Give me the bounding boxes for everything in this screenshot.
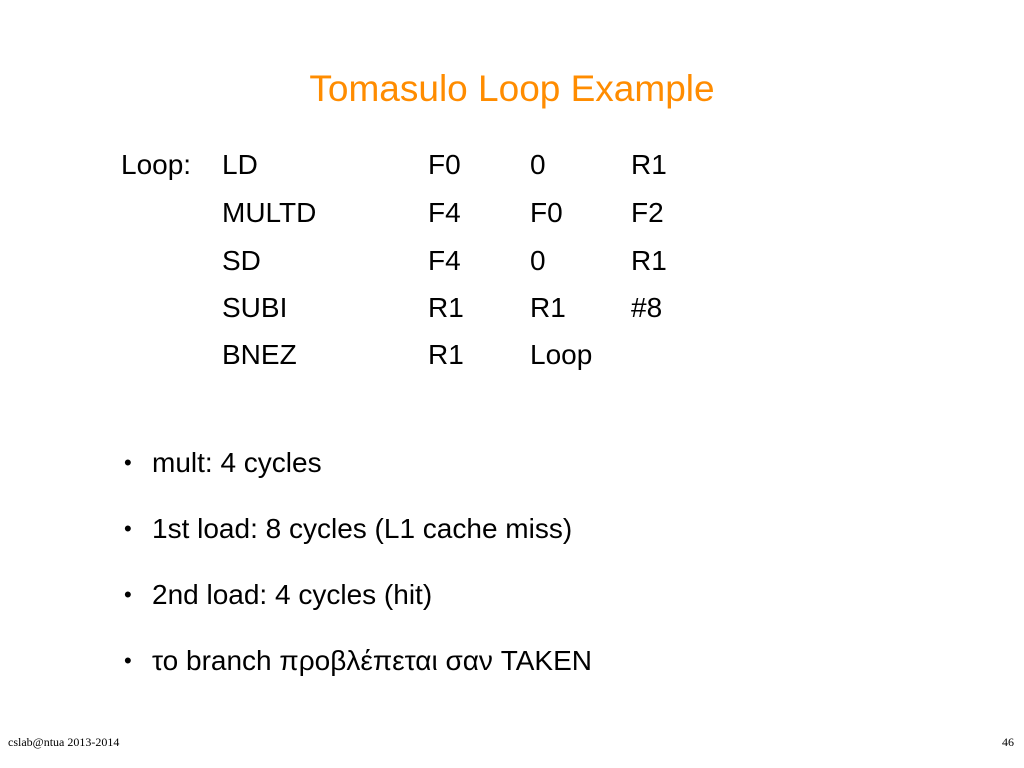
code-opcode: SUBI (222, 292, 288, 323)
code-operand-3: R1 (631, 149, 667, 180)
code-operand-3: F2 (631, 197, 664, 228)
code-opcode: BNEZ (222, 339, 297, 370)
code-opcode: SD (222, 245, 261, 276)
code-operand-1: F4 (428, 245, 461, 276)
code-operand-1: F0 (428, 149, 461, 180)
bullet-text: 1st load: 8 cycles (L1 cache miss) (152, 513, 573, 544)
code-operand-2: 0 (530, 245, 546, 276)
loop-label: Loop: (121, 149, 192, 180)
code-operand-3: R1 (631, 245, 667, 276)
code-row: MULTD F4 F0 F2 (0, 193, 1024, 233)
bullet-item: • 1st load: 8 cycles (L1 cache miss) (0, 509, 1024, 549)
bullet-text: mult: 4 cycles (152, 447, 322, 478)
code-operand-1: F4 (428, 197, 461, 228)
code-operand-2: R1 (530, 292, 566, 323)
slide-title: Tomasulo Loop Example (309, 68, 715, 109)
code-row: SD F4 0 R1 (0, 241, 1024, 281)
bullet-icon: • (124, 516, 132, 541)
code-operand-2: 0 (530, 149, 546, 180)
code-opcode: MULTD (222, 197, 317, 228)
code-operand-2: Loop (530, 339, 593, 370)
code-opcode: LD (222, 149, 258, 180)
bullet-icon: • (124, 648, 132, 673)
code-operand-1: R1 (428, 339, 464, 370)
code-operand-1: R1 (428, 292, 464, 323)
bullet-item: • 2nd load: 4 cycles (hit) (0, 575, 1024, 615)
bullet-icon: • (124, 450, 132, 475)
code-operand-2: F0 (530, 197, 563, 228)
footer-source: cslab@ntua 2013-2014 (8, 735, 120, 749)
bullet-text: το branch προβλέπεται σαν TAKEN (152, 645, 592, 676)
code-row: SUBI R1 R1 #8 (0, 288, 1024, 328)
bullet-text: 2nd load: 4 cycles (hit) (152, 579, 433, 610)
bullet-item: • mult: 4 cycles (0, 443, 1024, 483)
code-operand-3: #8 (631, 292, 663, 323)
code-row: BNEZ R1 Loop (0, 335, 1024, 375)
bullet-icon: • (124, 582, 132, 607)
code-row: LD F0 0 R1 (0, 145, 1024, 185)
bullet-item: • το branch προβλέπεται σαν TAKEN (0, 641, 1024, 681)
page-number: 46 (1002, 735, 1014, 749)
